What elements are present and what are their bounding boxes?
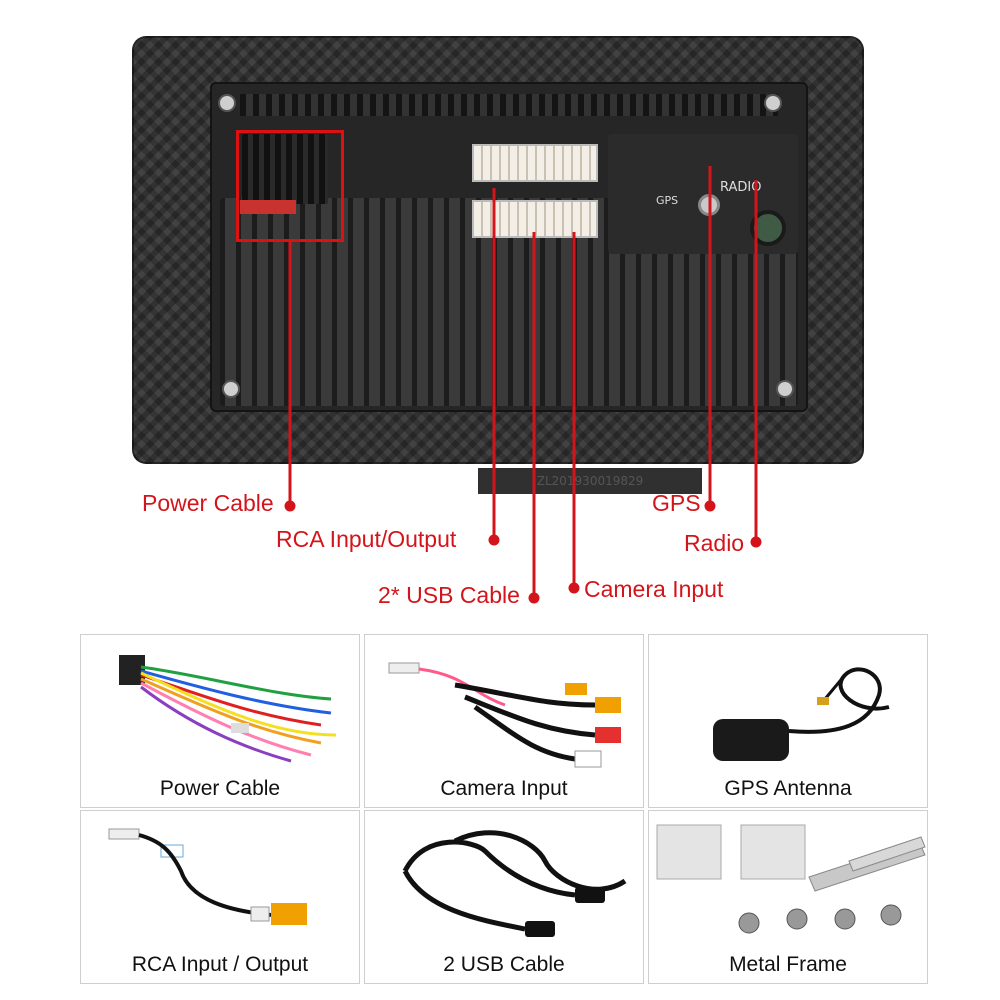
accessory-label: 2 USB Cable xyxy=(443,953,565,976)
callout-gps: GPS xyxy=(652,490,701,516)
callout-radio: Radio xyxy=(684,530,745,556)
wiring-harness-icon xyxy=(119,655,337,763)
accessory-usb-cable: 2 USB Cable xyxy=(364,810,644,984)
accessory-label: Metal Frame xyxy=(729,953,847,976)
accessory-power-cable: Power Cable xyxy=(80,634,360,808)
power-connector-highlight xyxy=(236,130,344,242)
screw xyxy=(222,380,240,398)
radio-port xyxy=(750,210,786,246)
accessory-gps-antenna: GPS Antenna xyxy=(648,634,928,808)
accessory-metal-frame: Metal Frame xyxy=(648,810,928,984)
accessory-label: Power Cable xyxy=(159,777,281,800)
serial-plate: ZL201930019829 xyxy=(478,468,702,494)
car-stereo-back-panel: GPS RADIO ZL201930019829 xyxy=(132,36,864,494)
gps-port xyxy=(698,194,720,216)
fuse xyxy=(240,200,296,214)
gps-dot xyxy=(704,500,716,512)
power-connector xyxy=(242,134,328,204)
accessory-camera-input: Camera Input xyxy=(364,634,644,808)
accessory-label: RCA Input / Output xyxy=(131,953,309,976)
callout-usb-cable: 2* USB Cable xyxy=(378,582,520,608)
rca-adapter-icon xyxy=(108,828,307,925)
gps-antenna-icon xyxy=(713,667,890,761)
rca-cable-icon xyxy=(388,662,621,768)
callout-camera-input: Camera Input xyxy=(584,576,724,602)
camera-dot xyxy=(568,582,580,594)
callout-rca-input-output: RCA Input/Output xyxy=(276,526,457,552)
usb-cable-icon xyxy=(402,830,627,937)
radio-dot xyxy=(750,536,762,548)
screw xyxy=(764,94,782,112)
vent-slots xyxy=(240,94,778,116)
usb-dot xyxy=(528,592,540,604)
radio-port-label: RADIO xyxy=(720,180,762,195)
accessory-rca-input-output: RCA Input / Output xyxy=(80,810,360,984)
callout-power-cable: Power Cable xyxy=(142,490,274,516)
rca-dot xyxy=(488,534,500,546)
accessory-label: Camera Input xyxy=(440,777,568,800)
rca-connector xyxy=(472,144,598,182)
screw xyxy=(218,94,236,112)
accessory-label: GPS Antenna xyxy=(724,777,852,800)
power-cable-dot xyxy=(284,500,296,512)
metal-frame-icon xyxy=(656,824,926,934)
gps-port-label: GPS xyxy=(656,194,679,207)
usb-camera-connector xyxy=(472,200,598,238)
screw xyxy=(776,380,794,398)
